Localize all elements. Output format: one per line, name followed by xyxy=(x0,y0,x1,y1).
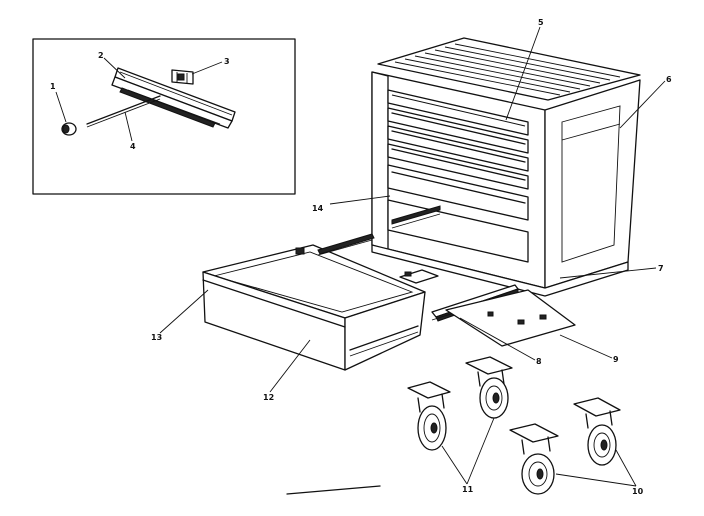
callout-4: 4 xyxy=(130,142,136,151)
callout-1: 1 xyxy=(50,82,56,91)
callout-2: 2 xyxy=(98,51,104,60)
mounting-plate xyxy=(445,289,576,347)
callout-10: 10 xyxy=(632,487,644,496)
inset-frame xyxy=(32,38,296,195)
caster-d xyxy=(573,397,621,466)
cabinet-top xyxy=(377,37,641,101)
callout-13: 13 xyxy=(151,333,162,342)
caster-a xyxy=(407,381,451,451)
caster-c xyxy=(509,423,559,495)
callout-5: 5 xyxy=(538,18,544,27)
inset-knob xyxy=(61,122,77,136)
callout-12: 12 xyxy=(263,393,274,402)
callout-8: 8 xyxy=(536,357,542,366)
callout-labels: 1 2 3 4 5 6 7 8 9 10 11 12 13 14 xyxy=(50,18,672,496)
cabinet-top-ribs xyxy=(394,43,621,96)
callout-9: 9 xyxy=(613,355,619,364)
cabinet-open-bay xyxy=(387,199,529,263)
cabinet-side xyxy=(544,79,641,289)
casters xyxy=(407,356,621,495)
slide-rails xyxy=(399,269,576,347)
callout-3: 3 xyxy=(224,57,230,66)
side-panel xyxy=(561,105,621,263)
tool-chest-cabinet xyxy=(371,37,641,297)
inset-rod xyxy=(86,95,161,128)
baseline-mark xyxy=(286,485,381,495)
callout-11: 11 xyxy=(462,485,474,494)
cabinet-base xyxy=(371,244,629,297)
loose-drawer xyxy=(202,233,426,371)
callout-14: 14 xyxy=(312,204,324,213)
cabinet-drawers xyxy=(387,89,529,221)
callout-6: 6 xyxy=(666,75,672,84)
inset-slide-rail xyxy=(111,67,236,129)
caster-b xyxy=(465,356,513,419)
callout-7: 7 xyxy=(658,264,664,273)
leader-lines xyxy=(159,26,666,487)
inset-slide-detail xyxy=(32,38,296,195)
inset-bracket xyxy=(171,69,194,85)
